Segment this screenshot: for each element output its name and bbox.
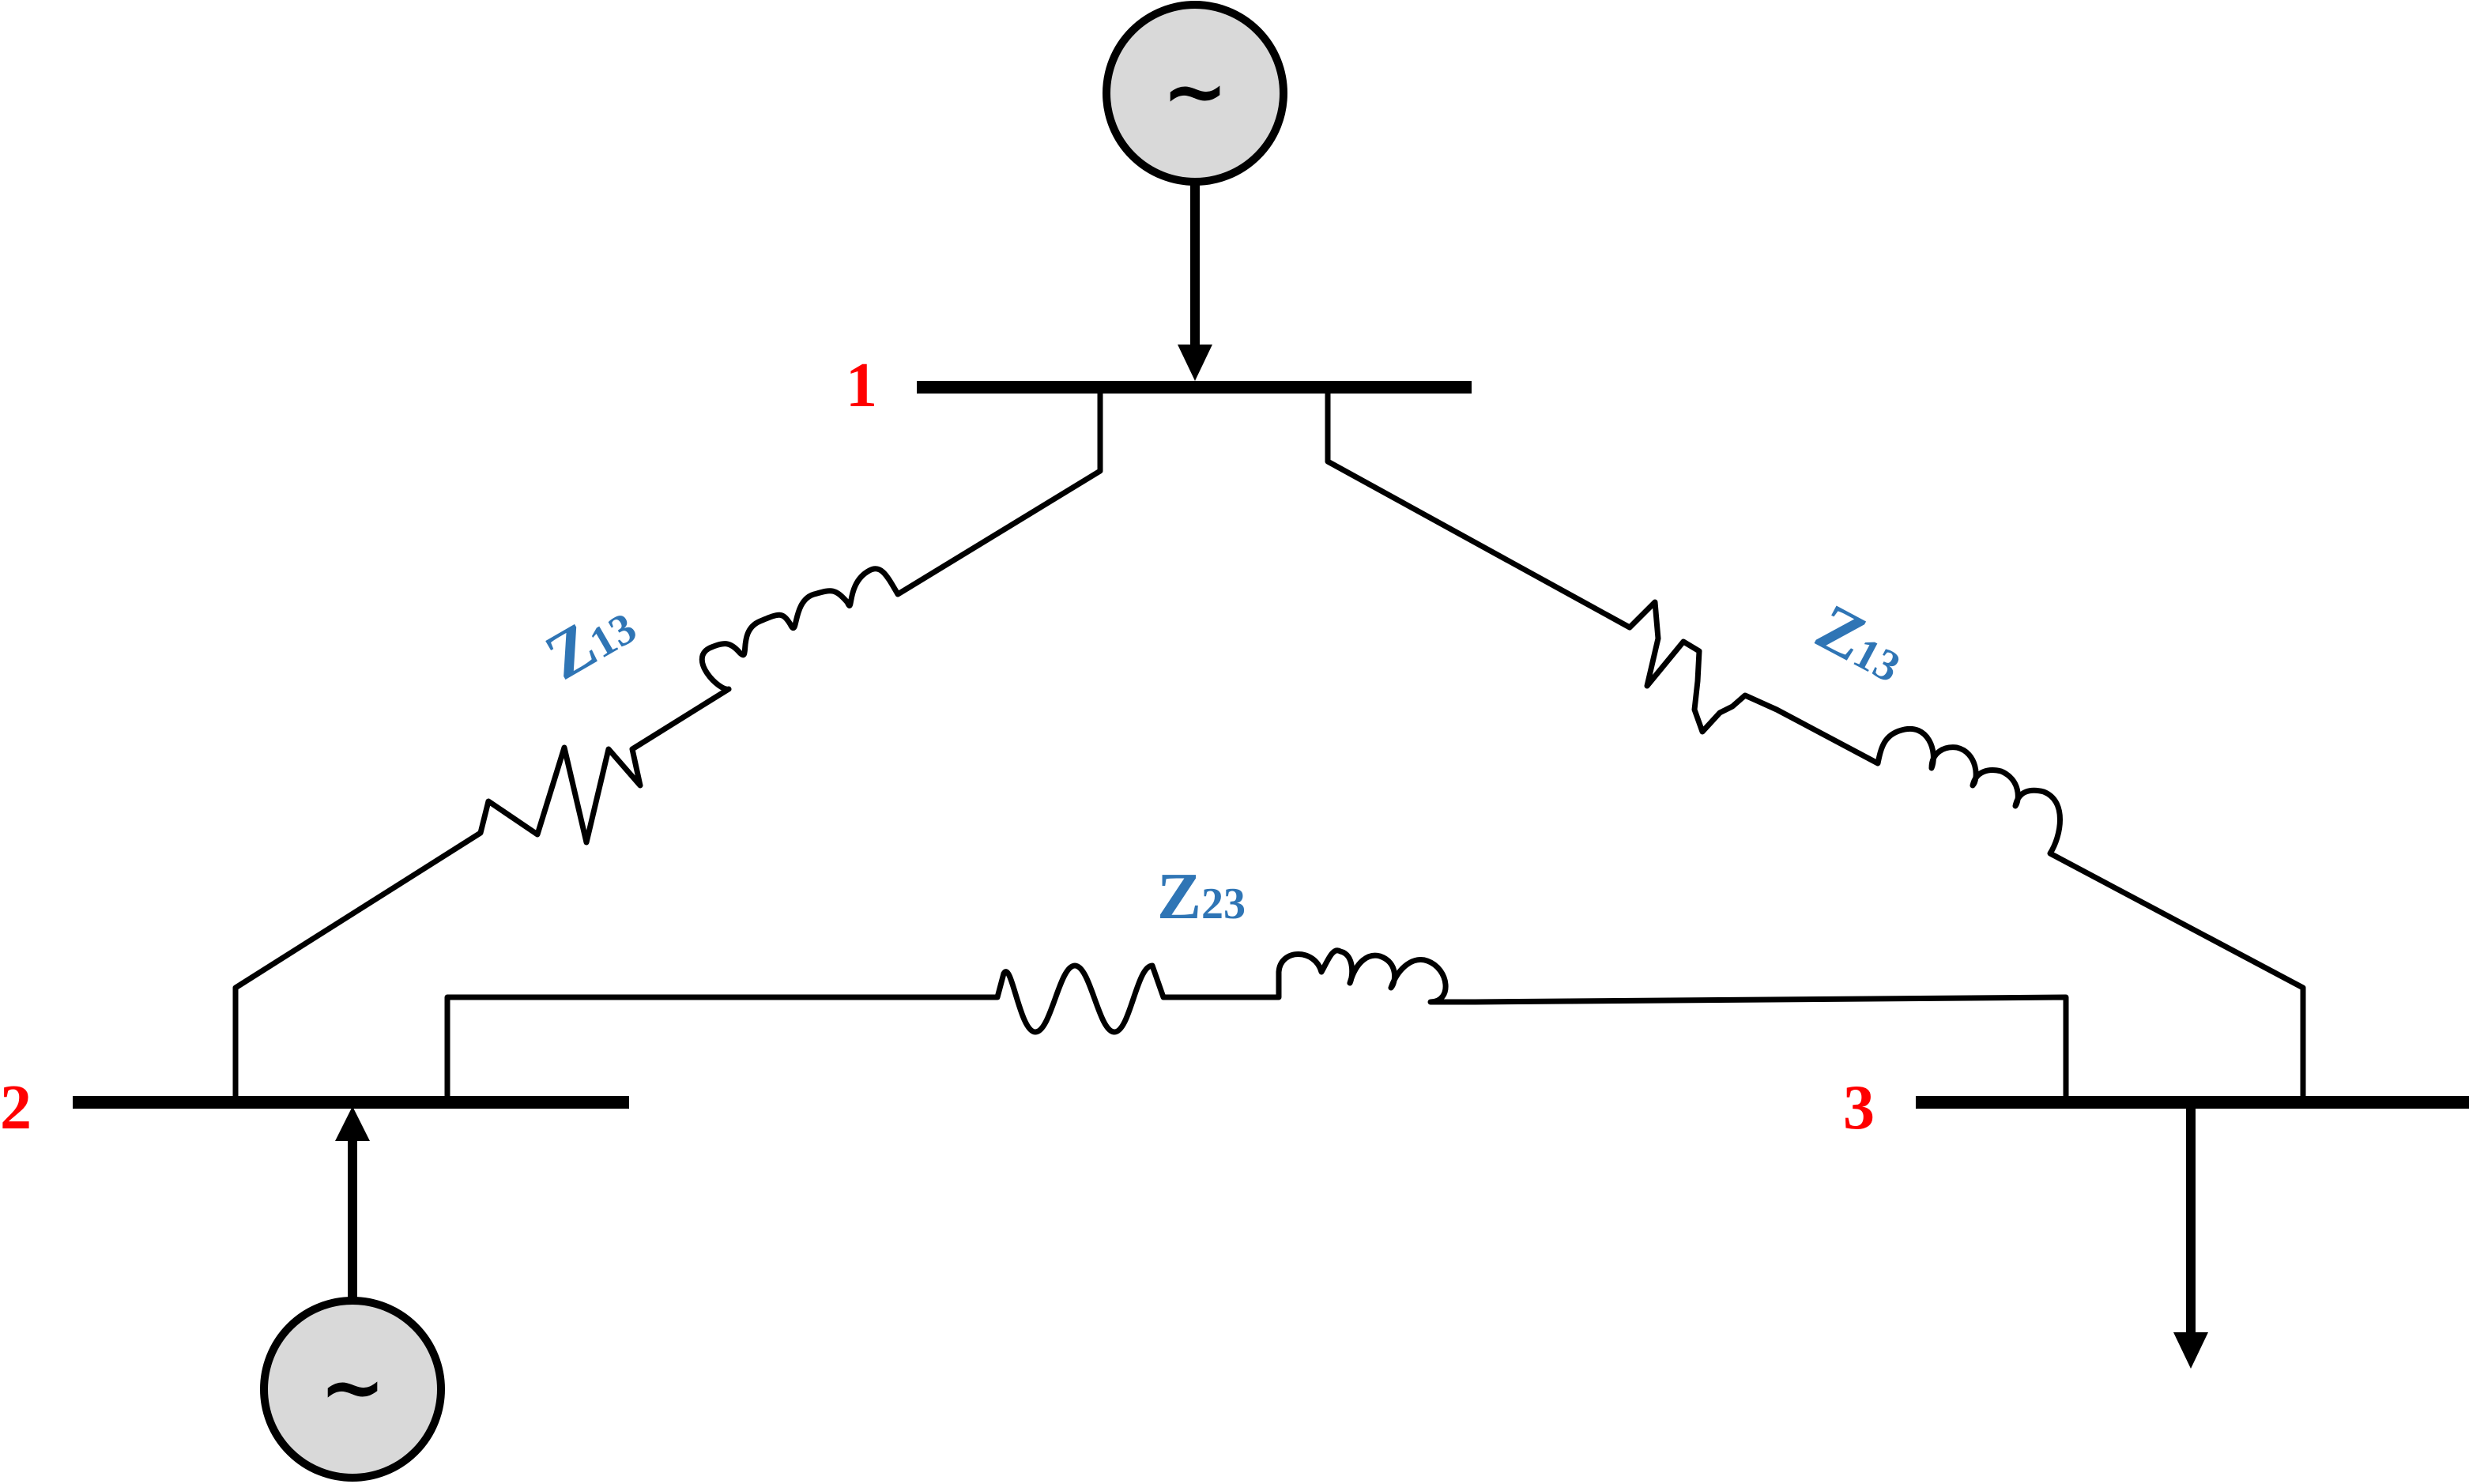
generator-1: ~: [1103, 1, 1287, 381]
arrow-up-icon: [335, 1106, 370, 1141]
line-1-2: Z13: [232, 394, 1103, 1096]
line-1-3: Z13: [1325, 394, 2306, 1096]
line-2-3-impedance-symbol: Z: [1157, 860, 1201, 933]
arrow-down-icon: [1178, 345, 1212, 381]
bus-2-label: 2: [0, 1073, 32, 1143]
bus-3-label: 3: [1843, 1073, 1875, 1143]
line-1-3-conductor: [1325, 394, 2306, 1096]
load-3: [2173, 1109, 2208, 1369]
line-1-2-conductor: [232, 394, 1103, 1096]
line-2-3-impedance-subscript: 23: [1201, 879, 1246, 928]
generator-2-symbol: ~: [319, 1341, 386, 1433]
load-arrow-icon: [2173, 1332, 2208, 1369]
line-2-3-impedance-label: Z23: [1157, 860, 1246, 933]
generator-1-symbol: ~: [1162, 45, 1228, 137]
bus-1-label: 1: [846, 351, 877, 420]
line-1-2-impedance-label: Z13: [533, 586, 647, 695]
line-2-3: Z23: [444, 860, 2069, 1096]
line-2-3-conductor: [444, 947, 2069, 1096]
generator-2: ~: [260, 1106, 445, 1482]
line-1-3-impedance-label: Z13: [1804, 590, 1917, 697]
